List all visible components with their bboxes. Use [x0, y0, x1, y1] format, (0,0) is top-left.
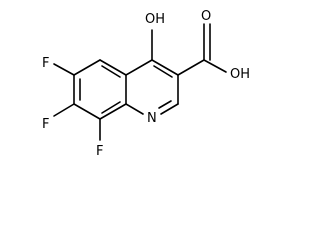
double-bond-inner — [158, 100, 172, 109]
chemical-structure: OH O OH N F F F — [42, 9, 250, 159]
bond — [125, 59, 153, 76]
bond — [99, 103, 127, 120]
label-f-lower: F — [96, 144, 103, 159]
label-ring-n: N — [147, 111, 157, 126]
bond — [125, 103, 144, 115]
label-oh-top: OH — [145, 12, 165, 27]
bond — [99, 59, 127, 76]
bond-f-upper — [53, 63, 75, 76]
double-bond-inner — [101, 65, 121, 78]
label-carbonyl-o: O — [201, 9, 211, 24]
label-acid-oh: OH — [230, 67, 250, 82]
bond-acid-oh — [203, 59, 227, 73]
bond-f-middle — [53, 103, 75, 117]
atom-labels: OH O OH N F F F — [42, 9, 250, 159]
bond — [160, 103, 179, 115]
bond — [73, 103, 101, 120]
bond-cooh — [177, 59, 205, 76]
bond — [73, 59, 101, 76]
bond-lines — [53, 23, 227, 141]
label-f-middle: F — [42, 117, 49, 132]
label-f-upper: F — [42, 56, 49, 71]
double-bond-inner — [101, 101, 121, 114]
bond — [151, 59, 179, 76]
double-bond-inner — [153, 65, 173, 78]
